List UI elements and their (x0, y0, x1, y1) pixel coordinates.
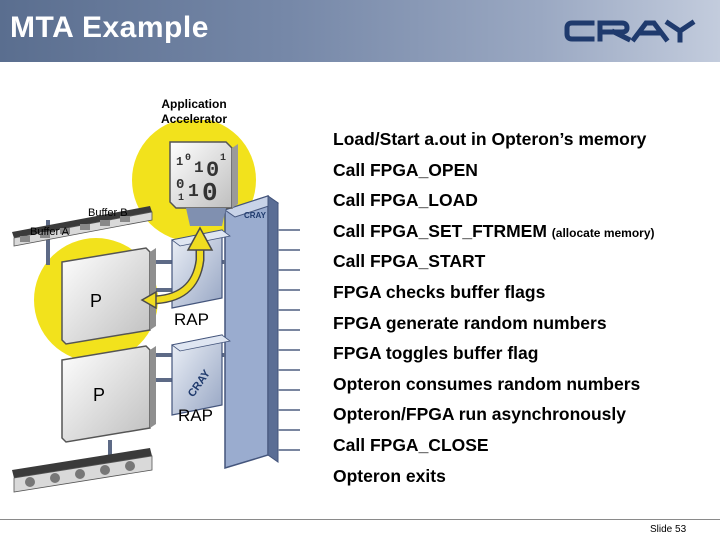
cray-logo (564, 19, 696, 43)
svg-text:0: 0 (202, 178, 218, 208)
processor-label-lower: P (93, 385, 106, 405)
buffer-a-label: Buffer A (30, 226, 69, 238)
step-item: Opteron exits (333, 465, 446, 486)
data-flow-arrows (140, 226, 214, 310)
step-item: Call FPGA_START (333, 251, 486, 272)
rap-block-lower: CRAY (171, 334, 231, 416)
step-item: Call FPGA_OPEN (333, 159, 478, 180)
svg-text:0: 0 (206, 158, 219, 183)
svg-text:1: 1 (188, 182, 199, 202)
step-item: FPGA checks buffer flags (333, 281, 546, 302)
step-item: FPGA generate random numbers (333, 312, 607, 333)
svg-text:1: 1 (178, 193, 184, 204)
slide-number: Slide 53 (650, 524, 687, 535)
processor-label-upper: P (90, 291, 103, 311)
step-note: (allocate memory) (551, 225, 655, 240)
step-item: Opteron/FPGA run asynchronously (333, 404, 626, 425)
svg-text:CRAY: CRAY (244, 211, 267, 220)
steps-list: Load/Start a.out in Opteron’s memory Cal… (333, 124, 718, 491)
buffer-b-label: Buffer B (88, 207, 128, 219)
opteron-processor-lower (61, 345, 156, 443)
memory-module-top (12, 206, 153, 247)
step-item: Call FPGA_SET_FTRMEM (allocate memory) (333, 220, 655, 241)
interconnect-pins (278, 229, 300, 451)
svg-text:1: 1 (220, 153, 226, 164)
step-item: Call FPGA_CLOSE (333, 434, 489, 455)
opteron-processor-upper (61, 247, 156, 345)
title-bar: MTA Example (0, 0, 720, 62)
application-accelerator-label: Application Accelerator (160, 97, 228, 126)
rap-label-upper: RAP (174, 310, 209, 329)
slide-title: MTA Example (10, 11, 209, 44)
rap-label-lower: RAP (178, 406, 213, 425)
footer-divider (0, 519, 720, 520)
svg-text:1: 1 (176, 155, 183, 169)
step-item: Call FPGA_LOAD (333, 190, 478, 211)
svg-text:0: 0 (185, 153, 191, 164)
interconnect-router-block: CRAY (223, 194, 280, 470)
memory-module-bottom (12, 448, 153, 493)
svg-text:0: 0 (176, 177, 184, 193)
svg-text:1: 1 (194, 159, 204, 177)
step-item: FPGA toggles buffer flag (333, 343, 539, 364)
step-item: Load/Start a.out in Opteron’s memory (333, 129, 647, 149)
step-item: Opteron consumes random numbers (333, 373, 641, 394)
